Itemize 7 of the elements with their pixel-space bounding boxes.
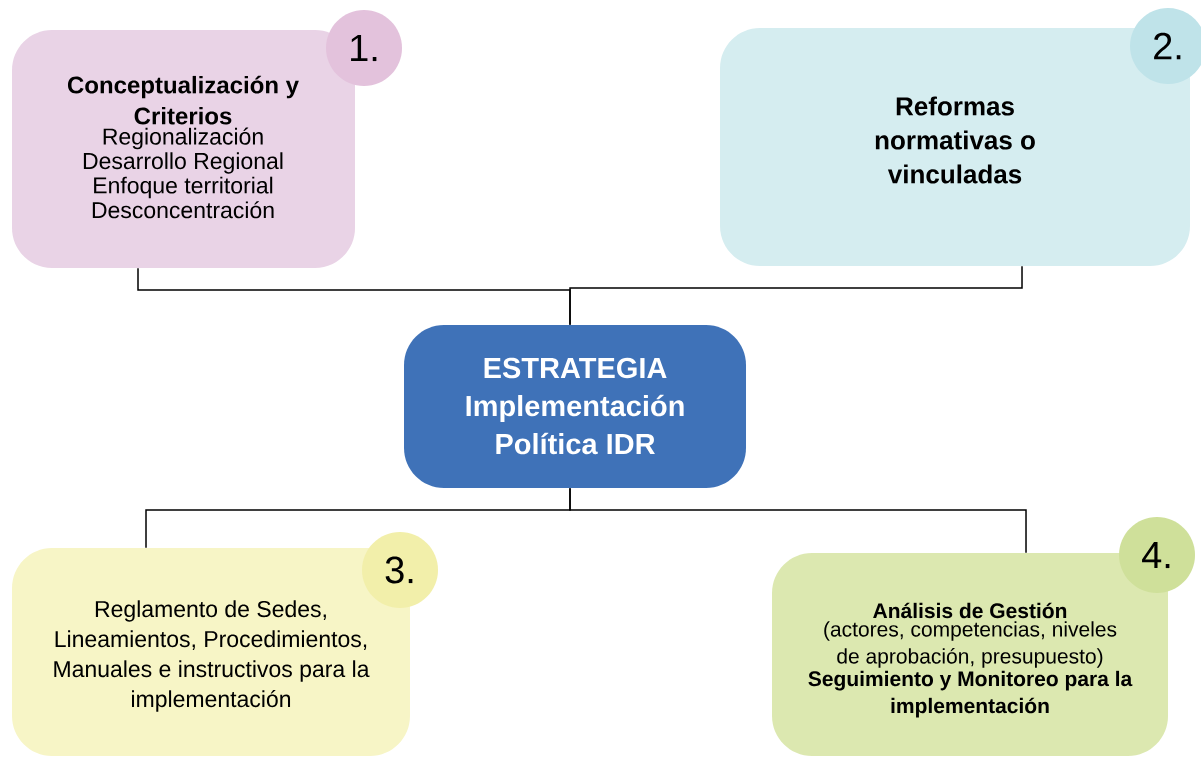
number-badge: 2. <box>1130 8 1201 84</box>
connector-line <box>569 487 1027 554</box>
number-badge: 3. <box>362 532 438 608</box>
connector-line <box>569 265 1023 326</box>
number-badge: 1. <box>326 10 402 86</box>
strategy-box: ESTRATEGIA Implementación Política IDR <box>404 325 746 488</box>
number-badge: 4. <box>1119 517 1195 593</box>
